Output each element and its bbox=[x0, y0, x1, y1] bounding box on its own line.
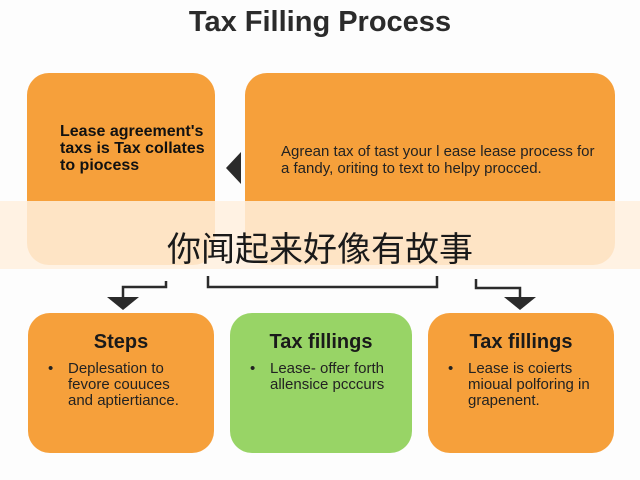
bullet-icon: • bbox=[448, 360, 454, 377]
overlay-caption: 你闻起来好像有故事 bbox=[167, 230, 473, 270]
steps-card-text: Deplesation to fevore couuces and aptier… bbox=[68, 360, 179, 409]
connector-right bbox=[474, 279, 522, 300]
tax-fillings-orange-heading: Tax fillings bbox=[469, 331, 573, 353]
arrow-left-icon bbox=[226, 152, 241, 184]
steps-card: Steps • Deplesation to fevore couuces an… bbox=[28, 313, 214, 453]
top-right-card-text: Agrean tax of tast your l ease lease pro… bbox=[281, 143, 595, 177]
steps-card-heading: Steps bbox=[93, 331, 149, 353]
bullet-icon: • bbox=[250, 360, 256, 377]
top-left-card-text: Lease agreement's taxs is Tax collates t… bbox=[60, 123, 205, 174]
arrow-down-icon bbox=[107, 297, 139, 310]
connector-middle bbox=[206, 276, 439, 289]
caption-band bbox=[0, 201, 640, 269]
tax-fillings-card-green: Tax fillings • Lease- offer forth allens… bbox=[230, 313, 412, 453]
page-title: Tax Filling Process bbox=[188, 6, 452, 38]
tax-fillings-orange-text: Lease is coierts mioual polforing in gra… bbox=[468, 360, 590, 409]
arrow-down-icon bbox=[504, 297, 536, 310]
tax-fillings-card-orange: Tax fillings • Lease is coierts mioual p… bbox=[428, 313, 614, 453]
connector-left bbox=[121, 281, 168, 300]
tax-fillings-green-text: Lease- offer forth allensice pcccurs bbox=[270, 360, 385, 393]
tax-fillings-green-heading: Tax fillings bbox=[269, 331, 373, 353]
bullet-icon: • bbox=[48, 360, 54, 377]
